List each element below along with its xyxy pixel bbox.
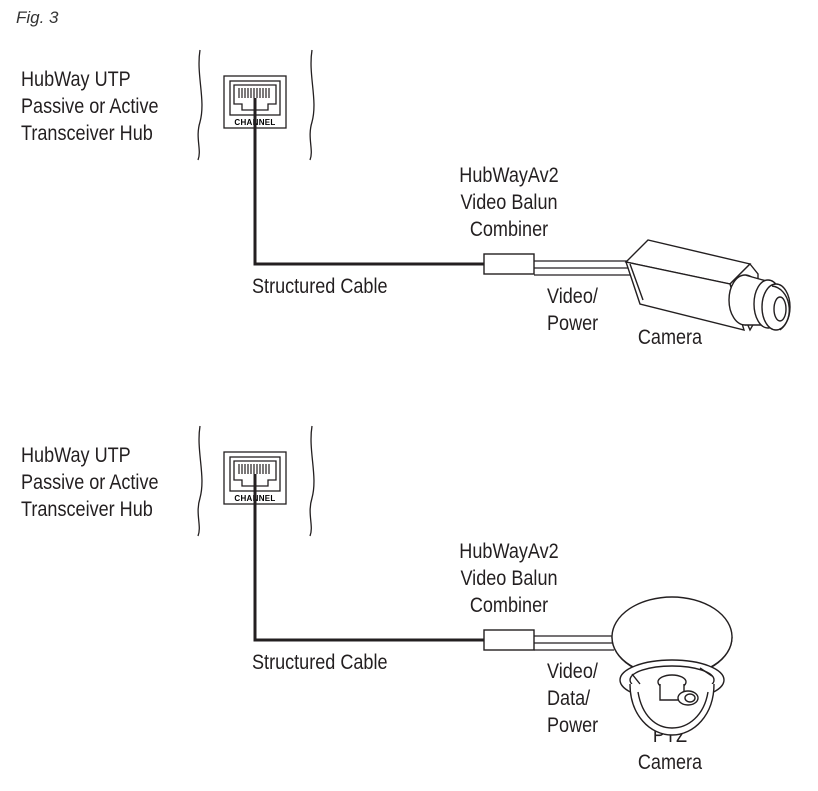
signal-label-line: Video/ <box>547 660 598 683</box>
structured-cable <box>253 474 484 642</box>
signal-label-line: Video/ <box>547 285 598 308</box>
hub-label: HubWay UTP Passive or Active Transceiver… <box>21 66 159 147</box>
hub-label-line: Transceiver Hub <box>21 122 153 145</box>
signal-label: Video/ Data/ Power <box>547 658 598 739</box>
combiner-label: HubWayAv2 Video Balun Combiner <box>458 162 559 243</box>
split-wires <box>534 635 614 651</box>
hub-label: HubWay UTP Passive or Active Transceiver… <box>21 442 159 523</box>
signal-label-line: Power <box>547 714 599 737</box>
combiner-label: HubWayAv2 Video Balun Combiner <box>458 538 559 619</box>
signal-label: Video/ Power <box>547 283 598 337</box>
split-wires <box>534 260 630 276</box>
hub-label-line: HubWay UTP <box>21 444 131 467</box>
box-camera-icon <box>624 239 791 332</box>
hub-label-line: Passive or Active <box>21 95 159 118</box>
balun-combiner-icon <box>483 629 535 651</box>
hub-label-line: Passive or Active <box>21 471 159 494</box>
hub-label-line: Transceiver Hub <box>21 498 153 521</box>
structured-cable <box>253 98 484 266</box>
combiner-label-line: Combiner <box>469 218 549 241</box>
hub-panel <box>197 425 315 537</box>
combiner-label-line: Combiner <box>469 594 549 617</box>
combiner-label-line: Video Balun <box>460 567 558 590</box>
hub-label-line: HubWay UTP <box>21 68 131 91</box>
figure-label: Fig. 3 <box>16 8 59 27</box>
camera-label: Camera <box>636 324 705 351</box>
camera-label-line: Camera <box>637 751 703 774</box>
combiner-label-line: HubWayAv2 <box>459 164 559 187</box>
balun-combiner-icon <box>483 253 535 275</box>
camera-label-line: Camera <box>637 326 703 349</box>
signal-label-line: Power <box>547 312 599 335</box>
cable-label: Structured Cable <box>252 275 388 298</box>
combiner-label-line: Video Balun <box>460 191 558 214</box>
combiner-label-line: HubWayAv2 <box>459 540 559 563</box>
dome-ptz-camera-icon <box>611 596 733 736</box>
signal-label-line: Data/ <box>547 687 591 710</box>
cable-label: Structured Cable <box>252 651 388 674</box>
hub-panel <box>197 49 315 161</box>
